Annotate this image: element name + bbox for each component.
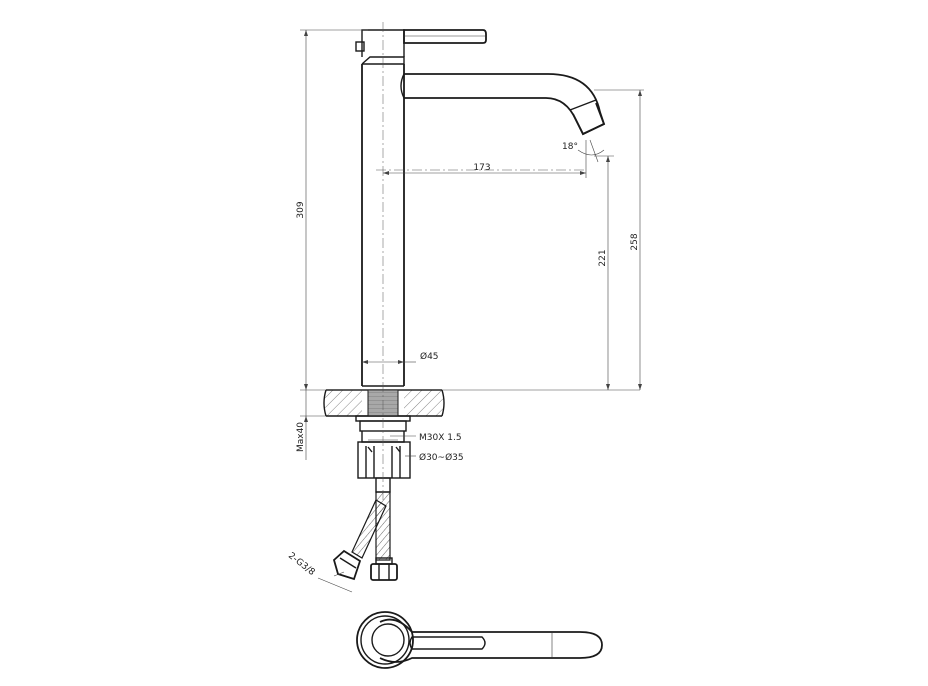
dim-258: 258: [630, 233, 640, 250]
dim-diameter-45: Ø45: [420, 351, 439, 362]
dim-173: 173: [473, 163, 490, 173]
dim-hole-diameter: Ø30~Ø35: [419, 452, 464, 463]
lever-pin: [355, 41, 365, 52]
countertop-left-hatch: [325, 390, 362, 416]
base-ring-outer: [356, 611, 414, 669]
dim-angle-18: 18°: [562, 142, 578, 152]
dimension-labels: 309 173 221 258 Ø45 M30X 1.5 Ø30~Ø35 Max…: [286, 142, 640, 578]
base-ring-inner: [360, 615, 410, 665]
supply-hoses: [332, 491, 398, 581]
hose-nut-left: [332, 549, 362, 581]
hose-angled: [351, 499, 387, 559]
body-cap: [361, 56, 405, 65]
aerator-top: [569, 99, 597, 111]
dim-max-40: Max40: [296, 422, 306, 452]
lever-outline: [379, 618, 603, 663]
hose-nut-right: [370, 557, 398, 581]
handle-top-view: [356, 611, 603, 669]
center-lines: [376, 22, 586, 500]
spout: [404, 73, 606, 136]
countertop-right-hatch: [404, 390, 444, 416]
dim-thread: M30X 1.5: [419, 433, 462, 443]
aerator: [572, 102, 606, 136]
cartridge-cap: [371, 623, 405, 657]
dim-221: 221: [598, 249, 608, 266]
dim-hose-thread: 2-G3/8: [286, 551, 317, 578]
countertop-section: [323, 389, 445, 417]
dim-309: 309: [296, 201, 306, 218]
lever-slot: [409, 636, 486, 650]
spout-joint: [400, 73, 405, 99]
handle-lever: [403, 29, 487, 44]
dimension-lines: [300, 29, 644, 593]
faucet-side-view: [355, 29, 606, 387]
